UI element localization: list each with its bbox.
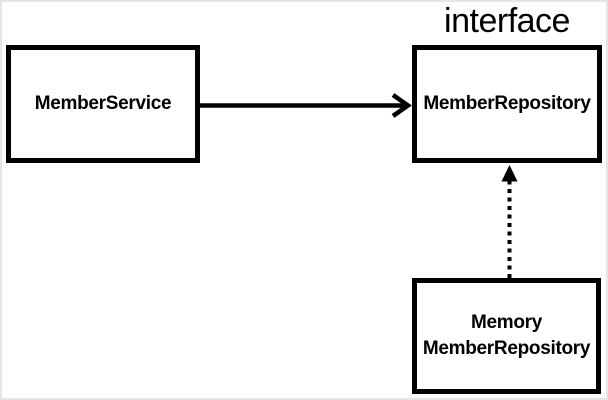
node-member-service-label: MemberService [34,93,172,114]
node-member-service: MemberService [6,45,200,163]
node-memory-member-repository-label-line1: Memory [470,312,543,333]
arrow-solid-member-service-to-member-repository [200,93,412,118]
arrow-dotted-memory-member-repository-to-member-repository [501,165,518,278]
node-member-repository: MemberRepository [412,45,602,163]
node-memory-member-repository: Memory MemberRepository [412,278,601,394]
node-memory-member-repository-label-line2: MemberRepository [422,338,591,359]
interface-label: interface [444,2,570,40]
node-member-repository-label: MemberRepository [423,93,591,114]
